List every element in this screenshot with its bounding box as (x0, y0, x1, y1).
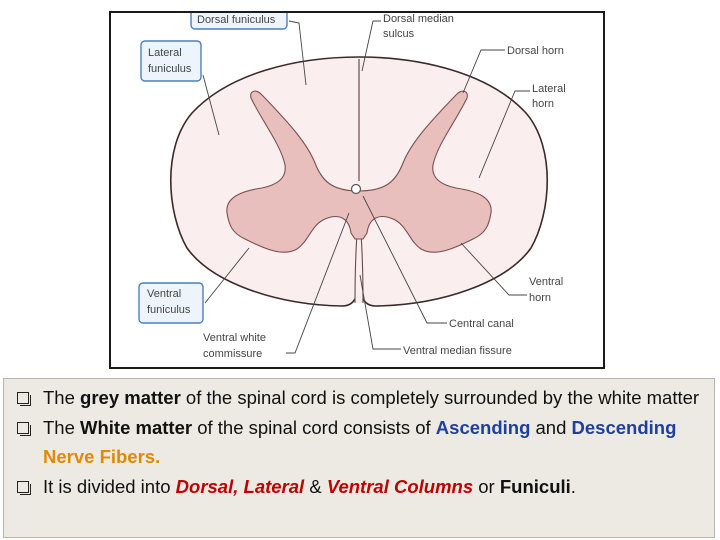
label-lateral-funiculus-line1: Lateral (148, 47, 182, 59)
leader-ventral-median-fissure (359, 274, 401, 350)
b2-and: and (530, 416, 572, 438)
ventral-funiculus-label-box (138, 282, 204, 324)
label-ventral-white-commissure-line1: Ventral white (203, 332, 266, 344)
bullet-grey-matter: The grey matter of the spinal cord is co… (14, 383, 704, 413)
label-lateral-horn-line1: Lateral (532, 83, 566, 95)
b2-white-matter: White matter (80, 416, 193, 438)
leader-lateral-funiculus (202, 74, 220, 136)
checkbox-bullet-icon (17, 480, 31, 495)
b3-or: or (473, 475, 500, 497)
lateral-funiculus-label-box (140, 40, 202, 82)
leader-lateral-horn (478, 90, 530, 179)
leader-central-canal (362, 195, 447, 324)
leader-ventral-horn (460, 242, 527, 296)
leader-dorsal-horn (462, 49, 505, 94)
spinal-cord-illustration: Dorsal funiculus Dorsal median sulcus La… (138, 13, 566, 360)
grey-matter (226, 90, 492, 253)
label-lateral-horn-line2: horn (532, 98, 554, 110)
spinal-cord-diagram: Dorsal funiculus Dorsal median sulcus La… (109, 11, 605, 369)
label-ventral-horn-line1: Ventral (529, 276, 563, 288)
label-ventral-horn-line2: horn (529, 292, 551, 304)
b1-grey-matter: grey matter (80, 387, 181, 408)
b3-funiculi: Funiculi (499, 475, 571, 497)
label-lateral-funiculus-line2: funiculus (148, 63, 192, 75)
leader-ventral-funiculus (204, 247, 250, 304)
leader-ventral-white-commissure (286, 212, 350, 354)
leader-dorsal-median-sulcus (361, 20, 381, 72)
notes-box: The grey matter of the spinal cord is co… (3, 378, 715, 538)
dorsal-funiculus-label-box (190, 13, 288, 30)
label-ventral-median-fissure: Ventral median fissure (403, 345, 512, 357)
label-ventral-funiculus-line1: Ventral (147, 288, 181, 300)
b2-nerve-fibers: Nerve Fibers. (43, 446, 161, 467)
b1-pre: The (43, 387, 81, 408)
leader-dorsal-funiculus (288, 20, 307, 86)
label-dorsal-horn: Dorsal horn (507, 45, 564, 57)
label-ventral-white-commissure-line2: commissure (203, 348, 262, 360)
label-dorsal-median-sulcus-line2: sulcus (383, 28, 415, 40)
label-dorsal-median-sulcus-line1: Dorsal median (383, 13, 454, 25)
b2-mid: of the spinal cord consists of (192, 416, 436, 438)
label-dorsal-funiculus: Dorsal funiculus (197, 14, 276, 26)
label-ventral-funiculus-line2: funiculus (147, 304, 191, 316)
checkbox-bullet-icon (17, 421, 31, 436)
b3-amp: & (304, 475, 327, 497)
checkbox-bullet-icon (17, 392, 31, 406)
bullet-funiculi: It is divided into Dorsal, Lateral & Ven… (14, 472, 704, 502)
b3-end: . (570, 475, 576, 497)
b3-dorsal-lateral: Dorsal, Lateral (175, 475, 305, 497)
b1-post: of the spinal cord is completely surroun… (180, 387, 700, 408)
b2-ascending: Ascending (435, 416, 531, 438)
b3-ventral-columns: Ventral Columns (326, 475, 474, 497)
label-central-canal: Central canal (449, 318, 514, 330)
bullet-white-matter: The White matter of the spinal cord cons… (14, 413, 704, 472)
b2-descending: Descending (571, 416, 677, 438)
b2-pre: The (43, 416, 81, 438)
central-canal (350, 183, 362, 195)
b3-pre: It is divided into (43, 475, 176, 497)
